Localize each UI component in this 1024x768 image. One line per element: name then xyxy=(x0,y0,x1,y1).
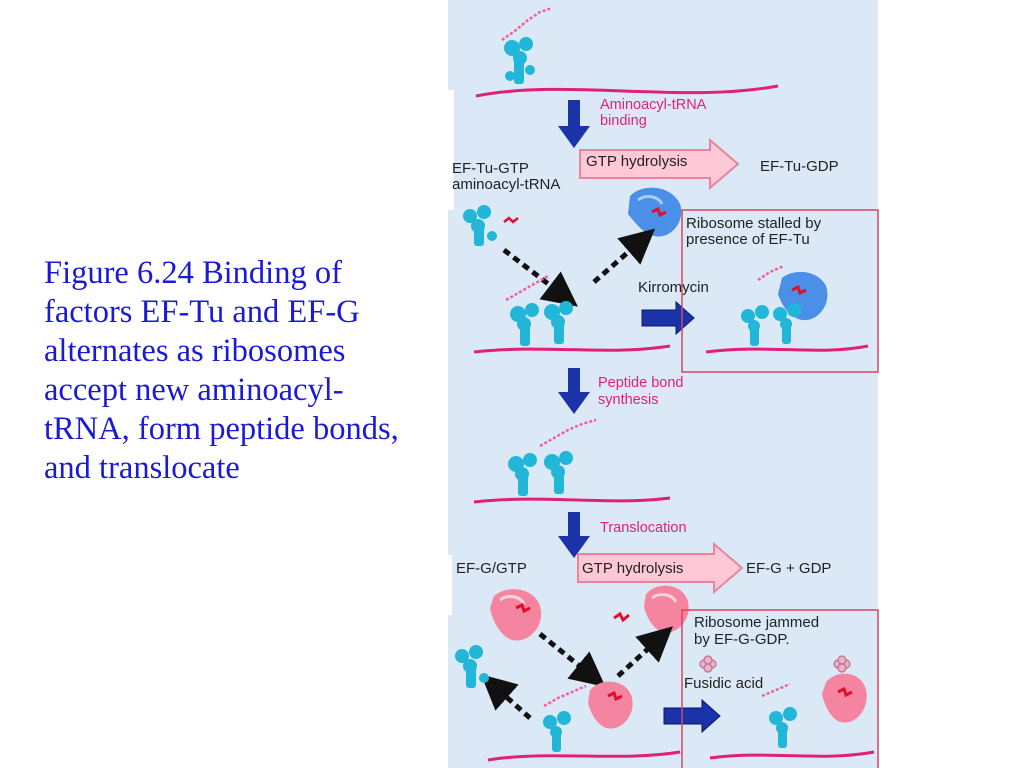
jammed-ribosome xyxy=(709,655,875,760)
peptide-chain-2 xyxy=(505,274,549,302)
inhibitor-arrow-2 xyxy=(663,698,721,734)
inhibitor-arrow-1 xyxy=(641,300,695,336)
ef-g-gdp-protein xyxy=(644,585,689,633)
trna-1 xyxy=(504,37,535,84)
mrna-strand-3 xyxy=(473,496,671,504)
step-label-translocation: Translocation xyxy=(600,520,687,536)
gtp-hydrolysis-label-2: GTP hydrolysis xyxy=(582,560,683,577)
dashed-arrow-out-2 xyxy=(616,626,673,678)
ribosome-ef-g xyxy=(487,681,681,762)
ef-g-gtp-label: EF-G/GTP xyxy=(456,560,527,577)
ef-g-gtp-protein xyxy=(490,589,542,641)
gtp-hydrolysis-arrow-1 xyxy=(579,137,740,191)
translation-elongation-diagram: Aminoacyl-tRNA binding EF-Tu-GTP aminoac… xyxy=(448,0,879,768)
down-arrow-binding xyxy=(558,100,590,148)
ef-tu-gdp-label: EF-Tu-GDP xyxy=(760,158,839,175)
stalled-box-title: Ribosome stalled by presence of EF-Tu xyxy=(686,215,825,248)
ef-tu-gtp-label: EF-Tu-GTP aminoacyl-tRNA xyxy=(452,160,560,193)
trna-pair-1 xyxy=(510,301,573,346)
dashed-arrow-trna-out xyxy=(480,674,532,720)
step-label-binding: Aminoacyl-tRNA binding xyxy=(600,97,710,129)
ef-g-gdp-label: EF-G + GDP xyxy=(746,560,831,577)
trna-pair-2 xyxy=(508,451,573,496)
fusidic-acid-molecule xyxy=(699,655,717,673)
amino-acid-dot xyxy=(503,216,519,224)
mrna-strand-2 xyxy=(473,344,671,354)
stalled-ribosome-box xyxy=(681,209,879,373)
dashed-arrow-in-1 xyxy=(502,248,578,307)
mrna-strand-1 xyxy=(475,84,779,98)
down-arrow-peptide xyxy=(558,368,590,414)
peptide-chain-3 xyxy=(539,418,597,448)
kirromycin-label: Kirromycin xyxy=(638,279,709,296)
ef-tu-gdp-protein xyxy=(628,187,682,237)
aminoacyl-trna-incoming xyxy=(463,205,497,246)
step-label-peptide: Peptide bond synthesis xyxy=(598,375,688,408)
gtp-hydrolysis-label-1: GTP hydrolysis xyxy=(586,153,687,170)
stalled-ribosome xyxy=(705,264,869,354)
peptide-chain-1 xyxy=(501,6,553,42)
released-gdp xyxy=(613,611,630,623)
jammed-box-title: Ribosome jammed by EF-G-GDP. xyxy=(694,614,823,648)
fusidic-acid-label: Fusidic acid xyxy=(684,675,763,692)
jammed-ribosome-box xyxy=(681,609,879,768)
dashed-arrow-out-1 xyxy=(592,228,656,284)
down-arrow-translocation xyxy=(558,512,590,558)
released-trna xyxy=(455,645,489,688)
figure-caption: Figure 6.24 Binding of factors EF-Tu and… xyxy=(44,255,399,486)
gtp-hydrolysis-arrow-2 xyxy=(577,541,744,595)
